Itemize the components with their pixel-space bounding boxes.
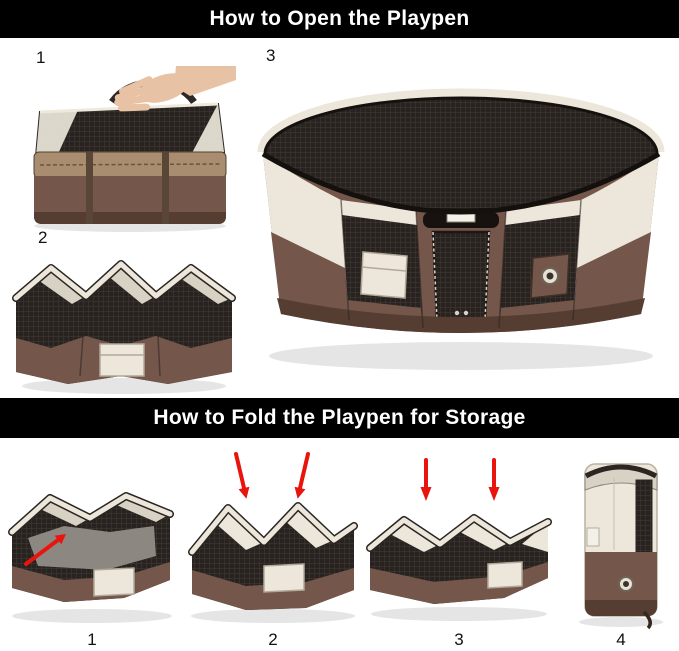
fold-face	[214, 508, 264, 550]
fold-face	[460, 518, 510, 550]
bag-corner-panel	[192, 104, 224, 153]
fold-arrow-icon	[234, 452, 250, 499]
top-rim	[9, 493, 173, 535]
right-front-top-band	[505, 200, 581, 225]
back-top-rim	[257, 88, 665, 153]
fold-face	[108, 264, 156, 304]
side-pocket	[93, 567, 135, 597]
figure-open-step-3-assembled	[257, 88, 665, 370]
figure-shadow	[191, 609, 355, 623]
top-rim	[13, 261, 235, 301]
fold-face	[38, 498, 90, 526]
fold-step-3-number: 3	[454, 630, 464, 649]
door-mesh-window	[431, 230, 491, 322]
side-pocket	[487, 561, 523, 589]
figure-fold-step-3	[366, 458, 552, 621]
left-outer-panel-lower	[271, 232, 349, 320]
figure-fold-step-1	[8, 492, 174, 623]
bag-corner-panel	[36, 110, 78, 156]
open-section-title: How to Open the Playpen	[209, 7, 470, 30]
fold-step-4-number: 4	[616, 630, 626, 649]
fold-face	[114, 496, 170, 522]
playpen-lower-band	[370, 562, 548, 604]
figure-fold-step-4-folded	[579, 463, 663, 630]
top-trim	[584, 464, 658, 479]
figure-shadow	[12, 609, 172, 623]
open-step-3-number: 3	[266, 46, 276, 65]
bag-strap	[162, 152, 169, 224]
panel-seams	[340, 199, 582, 329]
fold-face	[38, 268, 86, 304]
grommet-hole	[623, 581, 629, 587]
side-pocket	[263, 563, 305, 593]
figure-fold-step-2	[188, 452, 358, 623]
fold-arrow-icon	[294, 452, 310, 499]
fold-section-title: How to Fold the Playpen for Storage	[153, 406, 526, 429]
fold-arrow-icon	[488, 458, 500, 501]
fold-face	[390, 520, 440, 552]
top-rim	[189, 503, 357, 555]
fold-arrow-icon	[24, 534, 66, 566]
fold-step-1-number: 1	[87, 630, 97, 649]
zipper-pull	[454, 310, 460, 316]
figure-open-step-1-carry-bag	[33, 66, 236, 232]
strap	[642, 610, 652, 630]
door-zipper	[432, 231, 490, 321]
fold-face	[180, 268, 232, 304]
bag-base	[34, 212, 226, 224]
open-section-header: How to Open the Playpen	[0, 0, 679, 38]
side-label	[586, 527, 600, 547]
fold-arrow-icon	[420, 458, 432, 501]
fold-section-header: How to Fold the Playpen for Storage	[0, 398, 679, 438]
right-outer-panel-lower	[573, 232, 651, 320]
pocket-flap-line	[361, 266, 407, 272]
grommet-hole	[546, 272, 554, 280]
fold-step-2-number: 2	[268, 630, 278, 649]
figure-shadow	[269, 342, 653, 370]
side-pocket	[360, 251, 408, 299]
left-front-top-band	[341, 200, 417, 225]
figure-open-step-2-partially-open	[12, 260, 236, 394]
bottom-band	[277, 298, 645, 333]
hand	[114, 66, 236, 112]
bag-zipper	[39, 163, 221, 166]
open-step-1-number: 1	[36, 48, 46, 67]
folded-base	[585, 600, 657, 616]
panel-seams	[79, 295, 161, 377]
front-top-rim	[261, 151, 661, 215]
fold-face	[284, 506, 334, 548]
figure-shadow	[579, 617, 663, 627]
figure-shadow	[371, 607, 547, 621]
top-rim	[367, 515, 551, 551]
open-step-2-number: 2	[38, 228, 48, 247]
zipper-pull	[463, 310, 469, 316]
bag-strap	[86, 152, 93, 224]
side-pocket	[99, 343, 145, 377]
